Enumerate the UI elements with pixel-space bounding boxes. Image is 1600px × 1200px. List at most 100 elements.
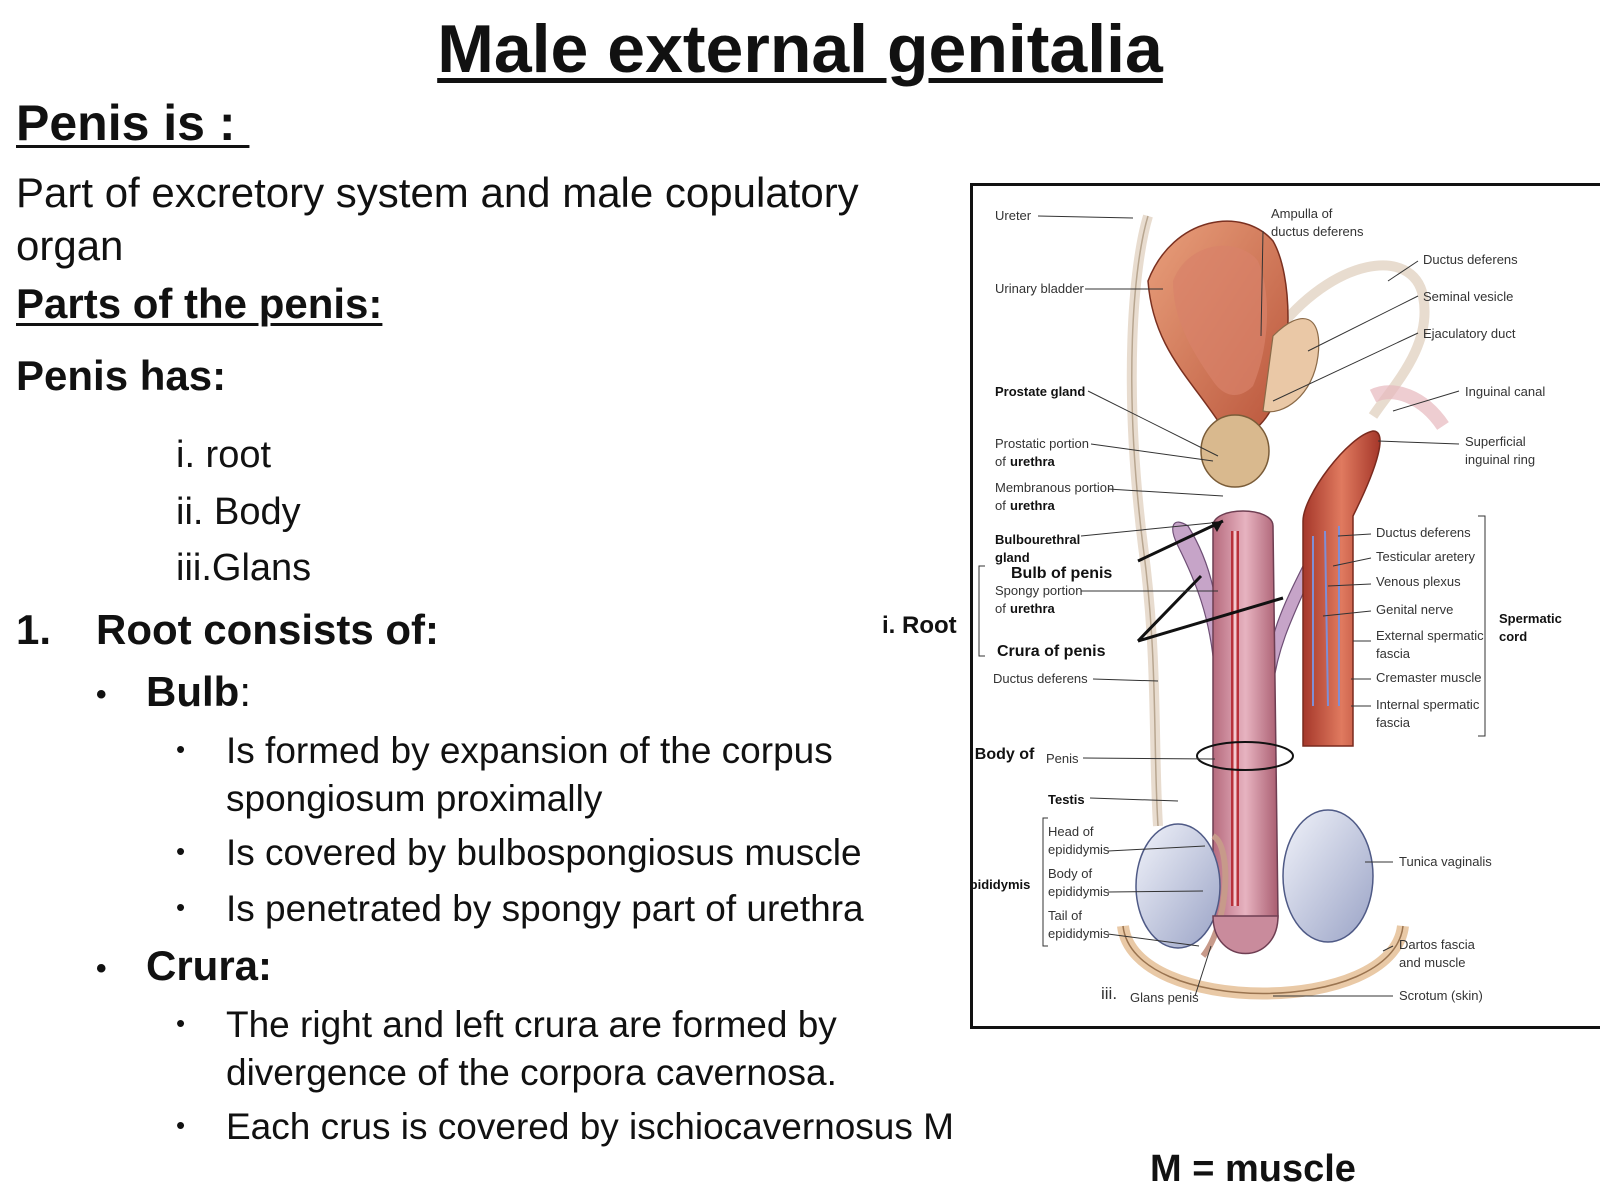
prostate-shape [1200,414,1270,488]
label-bulbourethral: Bulbourethral [995,532,1080,547]
label-membranous-of: of [995,498,1006,513]
label-prostatic-portion: Prostatic portion [995,436,1089,451]
bulb-point: • Is formed by expansion of the corpus sp… [176,727,896,823]
label-tunica-vaginalis: Tunica vaginalis [1399,854,1492,869]
left-crus-shape [1172,521,1224,657]
muscle-footnote: M = muscle [1150,1148,1356,1190]
penis-is-heading: Penis is : [16,95,250,151]
label-ductus-deferens-left: Ductus deferens [993,671,1088,686]
label-tail-epi-1: Tail of [1048,908,1082,923]
bulb-point-text: Is formed by expansion of the corpus spo… [226,730,833,819]
label-prostate-gland: Prostate gland [995,384,1085,399]
bullet-dot: • [176,1008,186,1038]
label-ampulla-2: ductus deferens [1271,224,1364,239]
crura-bullet: • Crura: [96,942,272,990]
label-prostatic-urethra: urethra [1010,454,1056,469]
crura-label: Crura: [146,942,273,989]
spermatic-cord-bracket [1478,515,1486,737]
bullet-dot: • [96,677,107,711]
label-epididymis: Epididymis [973,877,1030,892]
label-penis-small: Penis [1046,751,1079,766]
crura-point: • The right and left crura are formed by … [176,1001,896,1097]
label-ejaculatory-duct: Ejaculatory duct [1423,326,1516,341]
label-head-epi-1: Head of [1048,824,1094,839]
label-spermatic-cord-1: Spermatic [1499,611,1562,626]
label-internal-fascia-1: Internal spermatic [1376,697,1480,712]
anatomy-figure: Ureter Urinary bladder Prostate gland Pr… [970,183,1600,1029]
label-bulb-of-penis: Bulb of penis [1011,565,1112,582]
label-superficial-2: inguinal ring [1465,452,1535,467]
root-number: 1. [16,606,52,653]
definition-text: Part of excretory system and male copula… [16,169,859,269]
bladder-inner [1173,245,1268,396]
label-dartos-2: and muscle [1399,955,1465,970]
body-section-ring [1196,741,1294,771]
crura-point-text: The right and left crura are formed by d… [226,1004,837,1093]
leader-lines [1037,215,1460,997]
anatomy-illustration: Ureter Urinary bladder Prostate gland Pr… [973,206,1562,1005]
label-venous-plexus: Venous plexus [1376,574,1461,589]
penis-has-heading: Penis has: [16,352,227,399]
seminal-vesicle-shape [1262,318,1320,413]
glans-shape [1212,915,1279,955]
bulb-bullet: • Bulb: [96,668,251,716]
label-testicular-artery: Testicular aretery [1376,549,1475,564]
bulb-point: • Is covered by bulbospongiosus muscle [176,829,936,877]
bullet-dot: • [96,951,107,985]
label-external-fascia-2: fascia [1376,646,1411,661]
bulb-point-text: Is penetrated by spongy part of urethra [226,888,864,929]
root-bracket [978,565,985,657]
label-crura-of-penis: Crura of penis [997,643,1106,660]
bullet-dot: • [176,836,186,866]
cord-vessels [1312,526,1340,707]
label-glans-prefix: iii. [1101,984,1117,1003]
label-body-epi-2: epididymis [1048,884,1110,899]
label-genital-nerve: Genital nerve [1376,602,1453,617]
right-testis-shape [1282,809,1374,943]
parts-heading: Parts of the penis: [16,280,383,327]
bulb-suffix: : [239,668,251,715]
label-membranous-urethra: urethra [1010,498,1056,513]
crura-point: •Each crus is covered by ischiocavernosu… [176,1103,1076,1151]
label-spongy-of: of [995,601,1006,616]
label-membranous-portion: Membranous portion [995,480,1114,495]
label-spongy-urethra: urethra [1010,601,1056,616]
label-ductus-deferens-top: Ductus deferens [1423,252,1518,267]
label-head-epi-2: epididymis [1048,842,1110,857]
label-internal-fascia-2: fascia [1376,715,1411,730]
root-heading-text: Root consists of: [96,606,439,653]
epididymis-bracket [1042,817,1048,947]
label-tail-epi-2: epididymis [1048,926,1110,941]
bulb-arrow [1137,519,1224,563]
bulb-arrow-head [1211,521,1223,532]
bullet-dot: • [176,734,186,764]
root-heading: 1. Root consists of: [16,606,439,654]
left-ductus-deferens-outline [1131,215,1159,827]
right-ductus-deferens [1269,260,1430,419]
label-external-fascia-1: External spermatic [1376,628,1484,643]
label-inguinal-canal: Inguinal canal [1465,384,1545,399]
label-urinary-bladder: Urinary bladder [995,281,1085,296]
label-dartos-1: Dartos fascia [1399,937,1476,952]
label-ampulla-1: Ampulla of [1271,206,1333,221]
root-side-label: i. Root [882,612,957,639]
epididymis-shape [1200,833,1229,958]
label-ureter: Ureter [995,208,1032,223]
label-body-epi-1: Body of [1048,866,1092,881]
label-scrotum: Scrotum (skin) [1399,988,1483,1003]
label-superficial-1: Superficial [1465,434,1526,449]
part-root: i. root [176,434,272,476]
label-cremaster: Cremaster muscle [1376,670,1481,685]
bulb-point: • Is penetrated by spongy part of urethra [176,885,936,933]
spermatic-cord-shape [1302,430,1381,747]
crura-arrow-left [1136,574,1203,643]
bullet-dot: • [176,892,186,922]
bulb-point-text: Is covered by bulbospongiosus muscle [226,832,862,873]
label-bulbourethral-gland: gland [995,550,1030,565]
crura-point-text: Each crus is covered by ischiocavernosus… [226,1106,954,1147]
label-spermatic-cord-2: cord [1499,629,1527,644]
part-glans: iii.Glans [176,547,312,589]
scrotum-outline [1122,925,1404,995]
label-prostatic-of: of [995,454,1006,469]
bulb-label: Bulb [146,668,240,715]
